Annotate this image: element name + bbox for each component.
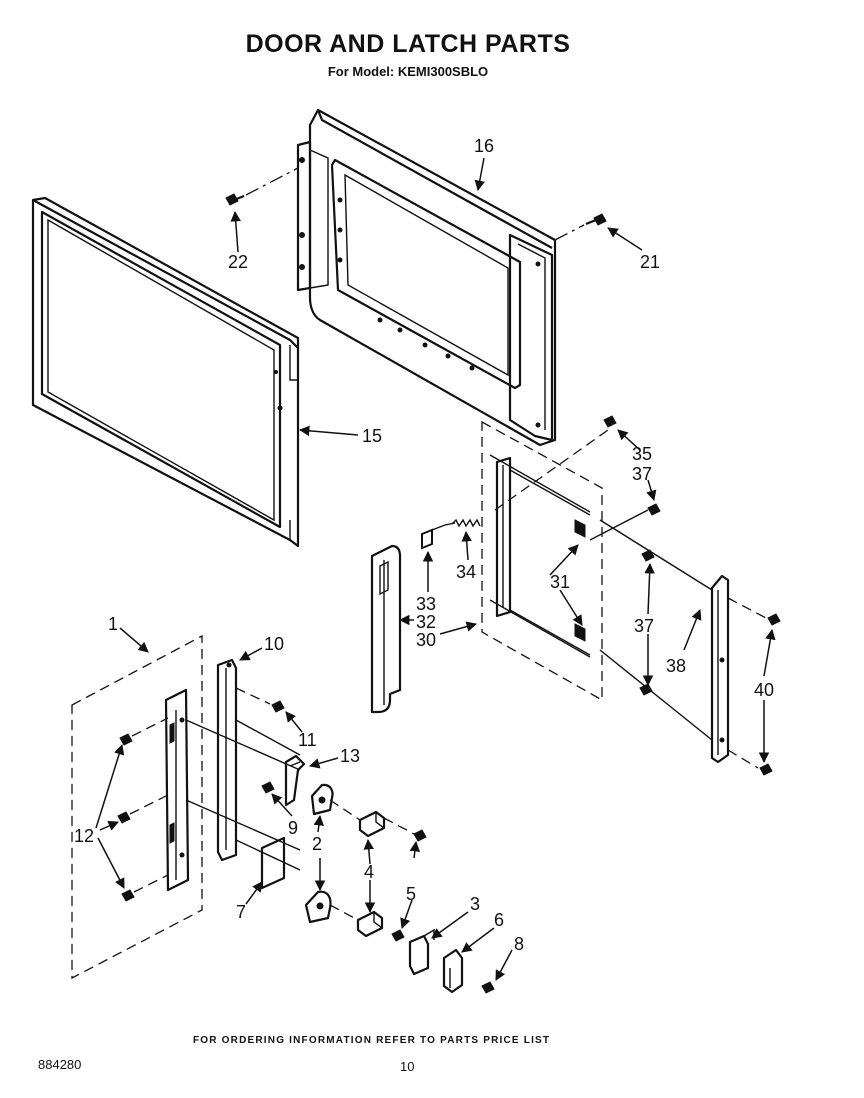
callout-1: 1: [108, 614, 118, 634]
latch-actuator-part-2-bottom: [304, 890, 332, 924]
callout-35: 35: [632, 444, 652, 464]
door-handle-part-32: [370, 544, 402, 714]
screw-part-12-middle: [117, 794, 169, 824]
door-frame-part-16: [296, 108, 557, 447]
spring-part-34: [451, 518, 481, 528]
screw-part-12-top: [119, 717, 169, 746]
latch-plate-part-38: [599, 519, 730, 764]
callout-34: 34: [456, 562, 476, 582]
screw-part-12-bottom: [121, 874, 169, 902]
callout-16: 16: [474, 136, 494, 156]
screw-part-5-bottom: [391, 929, 405, 942]
callout-5: 5: [406, 884, 416, 904]
callout-11: 11: [298, 730, 317, 750]
mounting-plate-part-7: [260, 836, 286, 890]
screw-part-40-bottom: [727, 749, 773, 776]
callout-9: 9: [288, 818, 298, 838]
callout-7: 7: [236, 902, 246, 922]
page-number: 10: [400, 1059, 415, 1074]
ordering-note: FOR ORDERING INFORMATION REFER TO PARTS …: [193, 1035, 551, 1046]
door-panel-part-15: [31, 196, 300, 548]
switch-part-4-bottom: [356, 910, 384, 938]
screw-part-22: [225, 167, 299, 206]
callout-2: 2: [312, 834, 322, 854]
screw-part-37-middle: [641, 549, 655, 562]
switch-bracket-part-13: [284, 754, 306, 807]
latch-bracket-part-30: [489, 454, 591, 658]
latch-bracket-part-10: [185, 658, 301, 871]
page-title: DOOR AND LATCH PARTS: [245, 30, 571, 58]
screw-part-11: [235, 687, 285, 713]
callout-37-top: 37: [632, 464, 652, 484]
callout-30: 30: [416, 630, 436, 650]
latch-actuator-part-2-top: [310, 783, 334, 816]
callout-13: 13: [340, 746, 360, 766]
callout-12: 12: [74, 826, 94, 846]
screw-part-9: [261, 781, 275, 794]
callout-21: 21: [640, 252, 660, 272]
screw-part-21: [554, 213, 607, 241]
screw-part-8: [481, 981, 495, 994]
switch-part-3: [408, 928, 435, 976]
latch-assembly-outline-right: [481, 420, 603, 702]
screw-part-35: [603, 415, 617, 428]
latch-button-part-33: [421, 522, 456, 550]
callout-3: 3: [470, 894, 480, 914]
callout-15: 15: [362, 426, 382, 446]
screw-part-37-top: [589, 503, 661, 541]
leader-lines: [95, 157, 776, 981]
callout-37-bottom: 37: [634, 616, 654, 636]
switch-part-4-top: [358, 810, 386, 838]
callout-40: 40: [754, 680, 774, 700]
callout-8: 8: [514, 934, 524, 954]
callout-31: 31: [550, 572, 570, 592]
callout-38: 38: [666, 656, 686, 676]
callout-32: 32: [416, 612, 436, 632]
latch-frame-part-1: [164, 688, 190, 892]
callout-6: 6: [494, 910, 504, 930]
document-number: 884280: [38, 1057, 82, 1072]
callout-33: 33: [416, 594, 436, 614]
callout-4: 4: [364, 862, 374, 882]
screw-part-5-top: [413, 829, 427, 842]
callout-22: 22: [228, 252, 248, 272]
screw-part-40-top: [727, 597, 781, 626]
callout-labels: 16 22 21 15 35 37 34 31 33 32 30 37 38 4…: [74, 136, 774, 954]
latch-assembly-outline-left: [71, 634, 203, 980]
model-subtitle: For Model: KEMI300SBLO: [327, 64, 489, 79]
switch-part-6: [442, 948, 464, 994]
callout-10: 10: [264, 634, 284, 654]
